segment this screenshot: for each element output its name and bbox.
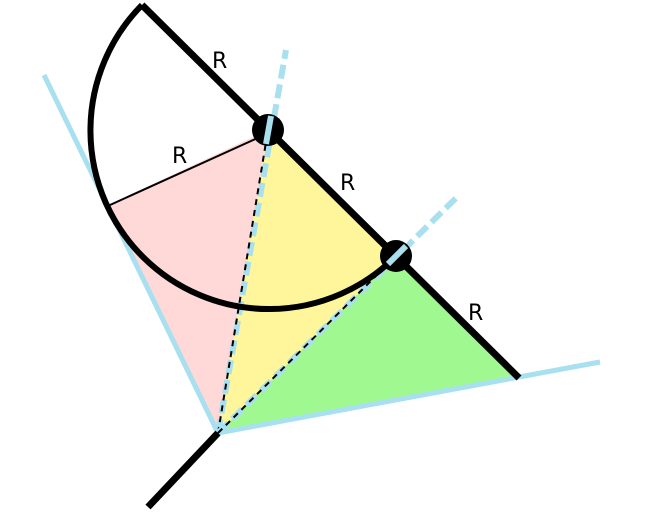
dashed-bisector-2-black	[217, 255, 397, 434]
dashed-bisector-1-blue	[215, 49, 289, 434]
label-r-radius: R	[172, 144, 187, 169]
main-black-line	[139, 2, 522, 381]
radius-line	[109, 135, 263, 206]
light-blue-tangent-right	[217, 359, 601, 436]
label-r-bottom: R	[468, 301, 483, 326]
arc	[87, 2, 399, 313]
dash-over-point-lower	[385, 243, 409, 267]
label-r-middle: R	[340, 171, 355, 196]
lower-black-line	[145, 430, 221, 510]
yellow-region	[218, 130, 396, 433]
light-blue-tangent-left	[41, 73, 221, 435]
dash-over-point-upper	[263, 115, 274, 145]
label-r-top: R	[212, 49, 227, 74]
pink-region	[108, 130, 268, 433]
dashed-bisector-1-black	[217, 129, 269, 434]
